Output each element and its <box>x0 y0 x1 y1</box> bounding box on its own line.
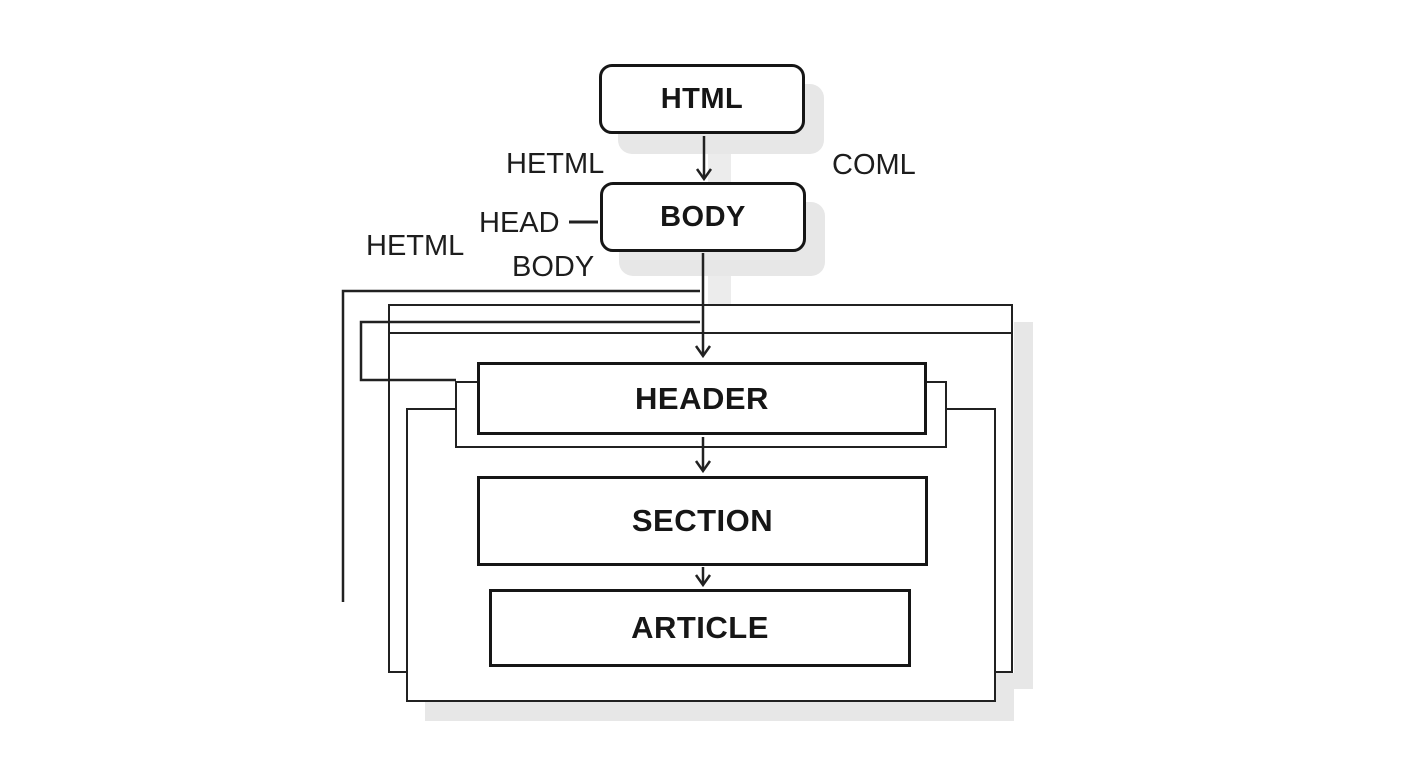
node-section-label: SECTION <box>631 503 774 538</box>
node-body-label: BODY <box>660 200 746 233</box>
node-html: HTML <box>599 64 805 134</box>
node-article: ARTICLE <box>489 589 911 667</box>
annotation-hetml-top: HETML <box>506 148 605 180</box>
annotation-head: HEAD <box>479 207 560 239</box>
annotation-coml: COML <box>832 149 916 181</box>
node-section: SECTION <box>477 476 928 566</box>
node-body: BODY <box>600 182 806 252</box>
node-html-label: HTML <box>660 82 744 115</box>
page-stack-shadow-bottom <box>425 702 1014 721</box>
node-article-label: ARTICLE <box>631 610 769 645</box>
annotation-body-side: BODY <box>512 251 595 283</box>
annotation-hetml-left: HETML <box>366 230 465 262</box>
page-stack-shadow-right <box>1014 322 1033 689</box>
node-header: HEADER <box>477 362 927 435</box>
node-header-label: HEADER <box>635 380 769 416</box>
page-stack-shadow-corner <box>995 673 1014 703</box>
